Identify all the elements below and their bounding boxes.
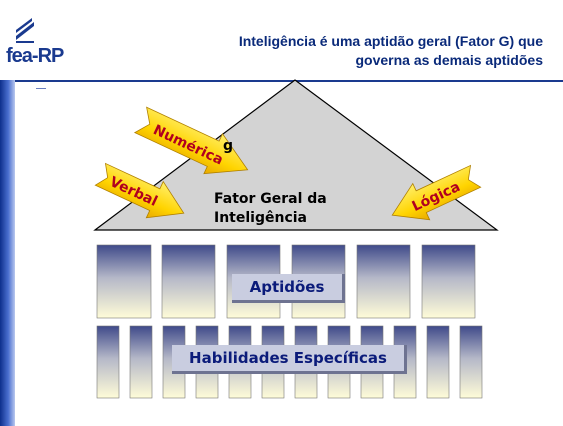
pillar [421,244,476,319]
pillar [161,244,216,319]
g-letter: g [223,138,234,154]
pillar [96,244,152,319]
general-factor-line-2: Inteligência [214,210,307,226]
aptitudes-label: Aptidões [232,274,345,303]
slide-title-line-2: governa as demais aptidões [355,52,543,68]
pillar [426,325,450,399]
logo-icon [16,18,34,43]
general-factor-label: Fator Geral da Inteligência [214,190,364,228]
pillar [96,325,120,399]
pillar [356,244,411,319]
slide-title-line-1: Inteligência é uma aptidão geral (Fator … [238,33,543,49]
header-divider [0,80,563,82]
pillar [129,325,153,399]
specific-skills-label: Habilidades Específicas [172,345,407,374]
divider [36,88,46,89]
sidebar-gradient-bar [0,80,15,426]
general-factor-line-1: Fator Geral da [214,191,327,207]
logo: fea-RP [6,45,64,67]
pillar [459,325,483,399]
